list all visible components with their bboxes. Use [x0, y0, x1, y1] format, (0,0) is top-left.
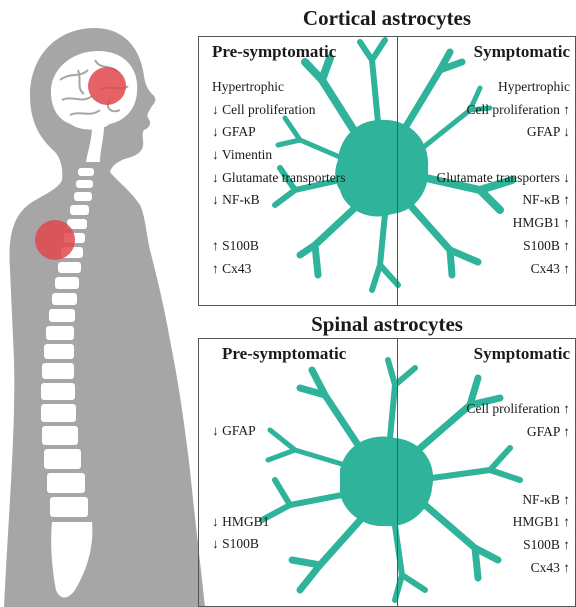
list-item: ↓ GFAP: [212, 121, 345, 144]
list-item: [467, 466, 570, 489]
list-item: Cx43 ↑: [437, 258, 570, 281]
list-item: ↓ NF-κB: [212, 189, 345, 212]
cortical-sym-list: Hypertrophic Cell proliferation ↑ GFAP ↓…: [437, 76, 570, 280]
spinal-sym-list: Cell proliferation ↑ GFAP ↑ NF-κB ↑ HMGB…: [467, 398, 570, 580]
list-item: ↓ S100B: [212, 533, 269, 556]
cortical-pre-list: Hypertrophic ↓ Cell proliferation ↓ GFAP…: [212, 76, 345, 280]
list-item: Hypertrophic: [437, 76, 570, 99]
spinal-pre-list: ↓ GFAP ↓ HMGB1 ↓ S100B: [212, 420, 269, 556]
spinal-pre-heading: Pre-symptomatic: [222, 344, 346, 364]
cortical-section-title: Cortical astrocytes: [198, 6, 576, 31]
list-item: ↑ S100B: [212, 235, 345, 258]
list-item: ↓ Glutamate transporters: [212, 167, 345, 190]
spinal-sym-heading: Symptomatic: [474, 344, 570, 364]
list-item: [467, 443, 570, 466]
list-item: GFAP ↓: [437, 121, 570, 144]
list-item: Hypertrophic: [212, 76, 345, 99]
list-item: [212, 443, 269, 466]
list-item: S100B ↑: [467, 534, 570, 557]
list-item: Cell proliferation ↑: [467, 398, 570, 421]
list-item: Cx43 ↑: [467, 557, 570, 580]
list-item: ↑ Cx43: [212, 258, 345, 281]
brain-highlight-marker: [88, 67, 126, 105]
list-item: NF-κB ↑: [467, 489, 570, 512]
list-item: [437, 144, 570, 167]
list-item: [212, 465, 269, 488]
cortical-pre-heading: Pre-symptomatic: [212, 42, 336, 62]
spinal-section-title: Spinal astrocytes: [198, 312, 576, 337]
list-item: NF-κB ↑: [437, 189, 570, 212]
list-item: ↓ GFAP: [212, 420, 269, 443]
list-item: Glutamate transporters ↓: [437, 167, 570, 190]
list-item: [212, 488, 269, 511]
list-item: [212, 212, 345, 235]
list-item: Cell proliferation ↑: [437, 99, 570, 122]
list-item: ↓ Vimentin: [212, 144, 345, 167]
list-item: GFAP ↑: [467, 421, 570, 444]
cortical-sym-heading: Symptomatic: [474, 42, 570, 62]
list-item: HMGB1 ↑: [467, 511, 570, 534]
list-item: S100B ↑: [437, 235, 570, 258]
list-item: ↓ HMGB1: [212, 511, 269, 534]
spine-highlight-marker: [35, 220, 75, 260]
list-item: HMGB1 ↑: [437, 212, 570, 235]
list-item: ↓ Cell proliferation: [212, 99, 345, 122]
